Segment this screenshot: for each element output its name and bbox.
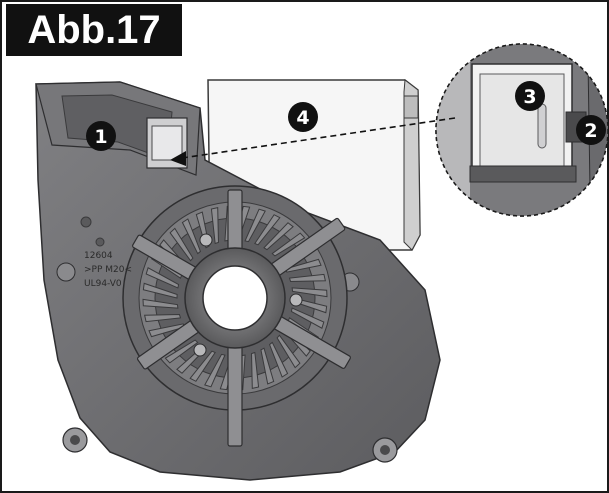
impeller-blade [254,214,281,246]
figure-title: Abb.17 [6,4,182,56]
svg-text:2: 2 [584,120,597,142]
marking-line-1: 12604 [84,251,113,261]
impeller-blade [142,282,178,299]
impeller-blade [260,347,275,385]
marking-line-2: >PP M20< [84,265,132,275]
marker-3: 3 [515,81,545,111]
marking-line-3: UL94-V0 [84,279,122,289]
impeller-blade [271,232,306,257]
impeller-blade [263,222,294,251]
impeller-blade [276,334,301,369]
svg-text:1: 1 [94,126,107,148]
impeller-blade [189,350,216,382]
housing-marking: 12604 >PP M20< UL94-V0 [84,251,132,289]
impeller-blade [251,351,260,389]
svg-text:3: 3 [523,86,536,108]
marker-4: 4 [288,102,318,132]
impeller-blade [169,227,194,262]
impeller-blade [288,273,326,282]
impeller-blade [181,218,202,255]
svg-text:4: 4 [296,107,309,129]
impeller-blade [291,287,328,298]
impeller-blade [145,267,180,289]
impeller-blade [204,353,226,388]
impeller-blade [290,307,325,329]
impeller-blade [210,207,219,245]
impeller-blade [268,341,289,378]
impeller-blade [142,298,179,309]
impeller-blade [244,208,266,243]
fan-impeller [122,185,351,447]
marker-2: 2 [576,115,606,145]
impeller-blade [144,314,182,323]
impeller-blade [164,339,199,364]
marker-1: 1 [86,121,116,151]
detail-arrow [170,117,456,166]
